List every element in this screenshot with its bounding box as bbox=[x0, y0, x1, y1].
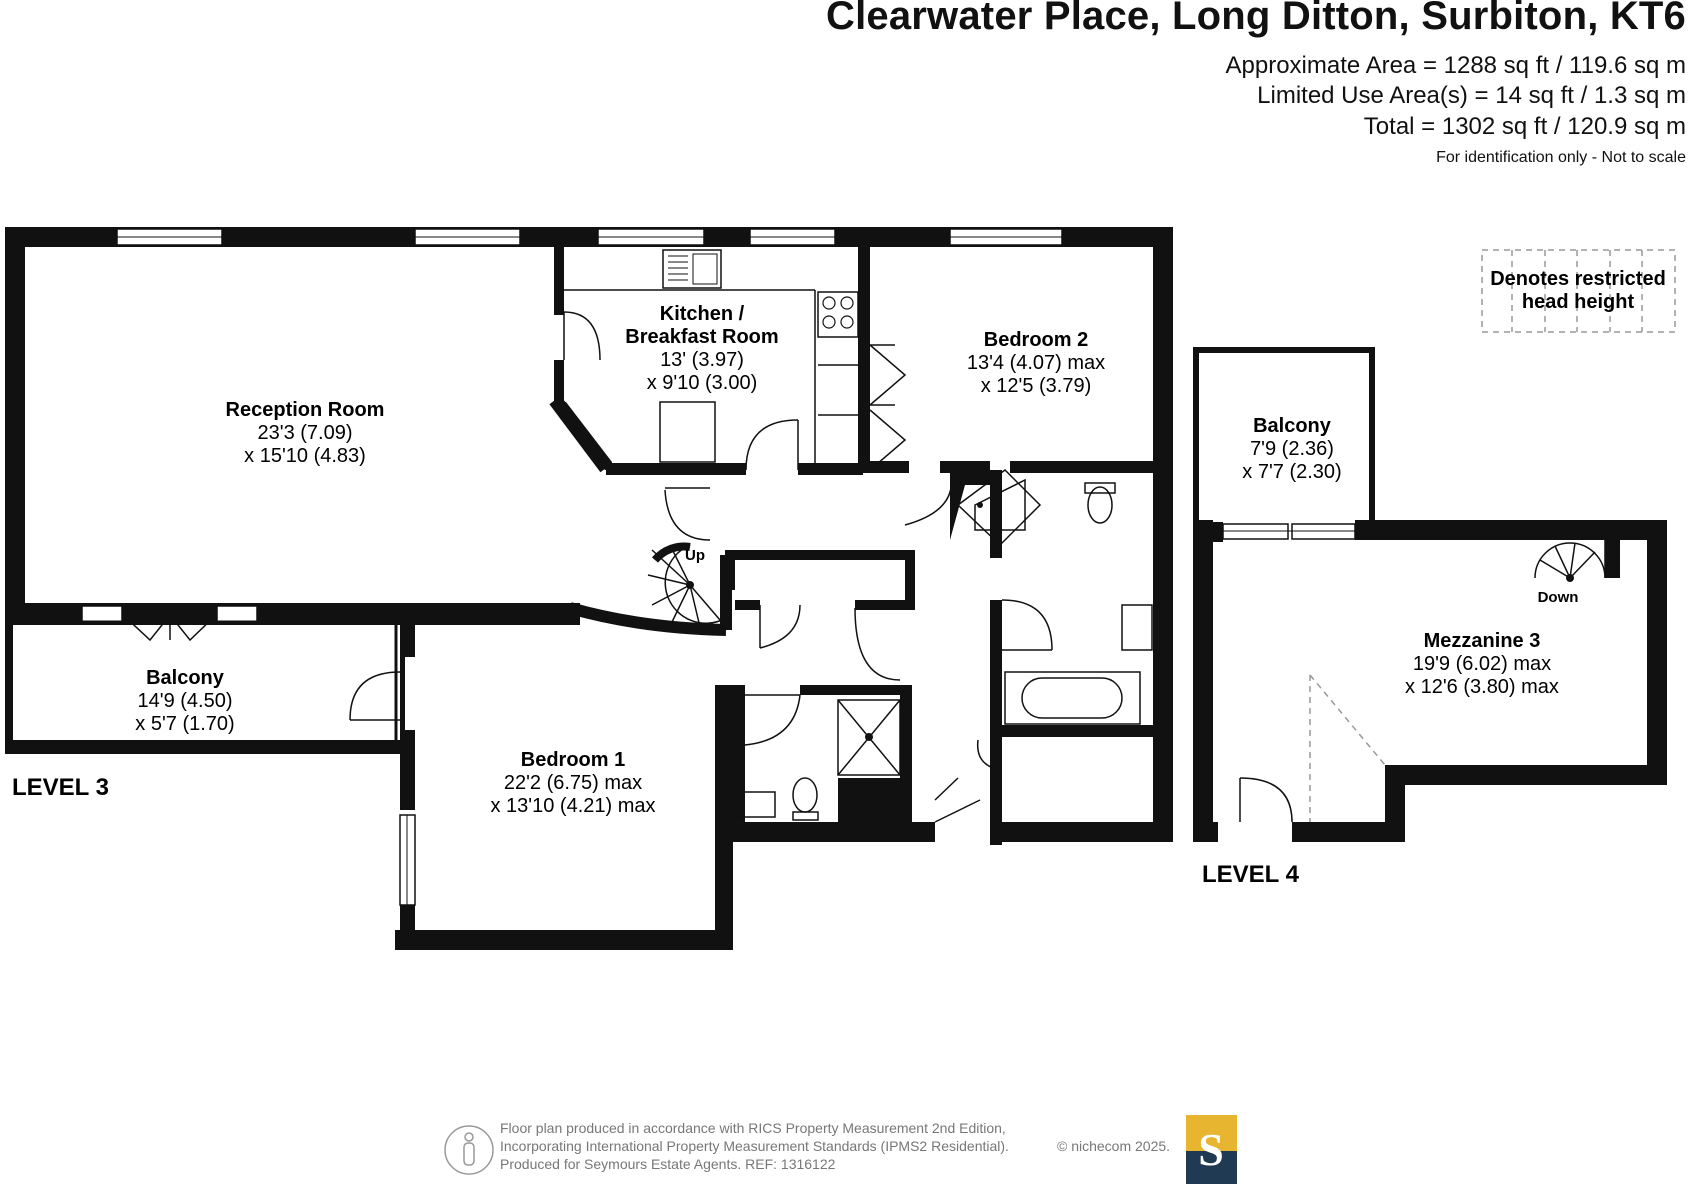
balcony4-dim1: 7'9 (2.36) bbox=[1250, 438, 1334, 460]
footer-line1: Floor plan produced in accordance with R… bbox=[500, 1120, 1006, 1136]
curved-wall bbox=[568, 602, 727, 636]
room-bedroom2: Bedroom 2 13'4 (4.07) max x 12'5 (3.79) bbox=[967, 329, 1105, 397]
spiral-stair-down bbox=[1534, 538, 1606, 579]
mezzanine-dim1: 19'9 (6.02) max bbox=[1413, 653, 1551, 675]
logo-letter: S bbox=[1198, 1124, 1224, 1175]
rics-logo bbox=[444, 1125, 494, 1175]
seymours-logo: S bbox=[1186, 1115, 1237, 1184]
balcony3-name: Balcony bbox=[146, 667, 225, 689]
room-mezzanine: Mezzanine 3 19'9 (6.02) max x 12'6 (3.80… bbox=[1405, 630, 1559, 698]
room-balcony3: Balcony 14'9 (4.50) x 5'7 (1.70) bbox=[135, 667, 234, 735]
balcony3-dim1: 14'9 (4.50) bbox=[138, 690, 233, 712]
stair-down-label: Down bbox=[1538, 589, 1579, 606]
scale-note: For identification only - Not to scale bbox=[1436, 149, 1686, 166]
room-kitchen: Kitchen / Breakfast Room 13' (3.97) x 9'… bbox=[625, 303, 778, 394]
footer-line2: Incorporating International Property Mea… bbox=[500, 1138, 1009, 1154]
legend-line1: Denotes restricted bbox=[1490, 268, 1666, 290]
kitchen-name2: Breakfast Room bbox=[625, 326, 778, 348]
hob-icon bbox=[822, 296, 854, 329]
approximate-area: Approximate Area = 1288 sq ft / 119.6 sq… bbox=[1225, 52, 1687, 79]
level4-label: LEVEL 4 bbox=[1202, 861, 1300, 888]
kitchen-name1: Kitchen / bbox=[660, 303, 745, 325]
reception-dim1: 23'3 (7.09) bbox=[258, 422, 353, 444]
bathroom-fittings bbox=[732, 469, 1153, 821]
reception-dim2: x 15'10 (4.83) bbox=[244, 445, 366, 467]
total-area: Total = 1302 sq ft / 120.9 sq m bbox=[1363, 113, 1686, 140]
bedroom1-dim1: 22'2 (6.75) max bbox=[504, 772, 642, 794]
kitchen-dim1: 13' (3.97) bbox=[660, 349, 744, 371]
room-balcony4: Balcony 7'9 (2.36) x 7'7 (2.30) bbox=[1242, 415, 1341, 483]
bedroom2-name: Bedroom 2 bbox=[984, 329, 1088, 351]
restricted-area bbox=[1309, 674, 1386, 766]
level3-walls bbox=[5, 227, 1173, 950]
level3-label: LEVEL 3 bbox=[12, 774, 109, 801]
balcony3-dim2: x 5'7 (1.70) bbox=[135, 713, 234, 735]
balcony4-dim2: x 7'7 (2.30) bbox=[1242, 461, 1341, 483]
bedroom2-dim1: 13'4 (4.07) max bbox=[967, 352, 1105, 374]
limited-use-area: Limited Use Area(s) = 14 sq ft / 1.3 sq … bbox=[1257, 82, 1686, 109]
legend-line2: head height bbox=[1522, 291, 1635, 313]
balcony3-outline bbox=[6, 620, 398, 754]
mezzanine-name: Mezzanine 3 bbox=[1424, 630, 1541, 652]
room-bedroom1: Bedroom 1 22'2 (6.75) max x 13'10 (4.21)… bbox=[490, 749, 655, 817]
reception-name: Reception Room bbox=[226, 399, 385, 421]
bedroom2-dim2: x 12'5 (3.79) bbox=[981, 375, 1092, 397]
bedroom1-name: Bedroom 1 bbox=[521, 749, 625, 771]
stair-up-label: Up bbox=[685, 547, 705, 564]
sink-icon bbox=[668, 253, 718, 285]
spiral-stair-up bbox=[647, 544, 723, 628]
footer-line3: Produced for Seymours Estate Agents. REF… bbox=[500, 1156, 836, 1172]
doors bbox=[121, 311, 1053, 823]
plan-title: Clearwater Place, Long Ditton, Surbiton,… bbox=[825, 0, 1686, 38]
level4-walls bbox=[1193, 347, 1667, 842]
room-reception: Reception Room 23'3 (7.09) x 15'10 (4.83… bbox=[226, 399, 385, 467]
balcony4-name: Balcony bbox=[1253, 415, 1332, 437]
footer-copyright: © nichecom 2025. bbox=[1057, 1138, 1170, 1154]
mezzanine-dim2: x 12'6 (3.80) max bbox=[1405, 676, 1559, 698]
restricted-legend bbox=[1481, 249, 1676, 333]
kitchen-dim2: x 9'10 (3.00) bbox=[647, 372, 758, 394]
bedroom1-dim2: x 13'10 (4.21) max bbox=[490, 795, 655, 817]
kitchen-fittings bbox=[564, 249, 859, 463]
